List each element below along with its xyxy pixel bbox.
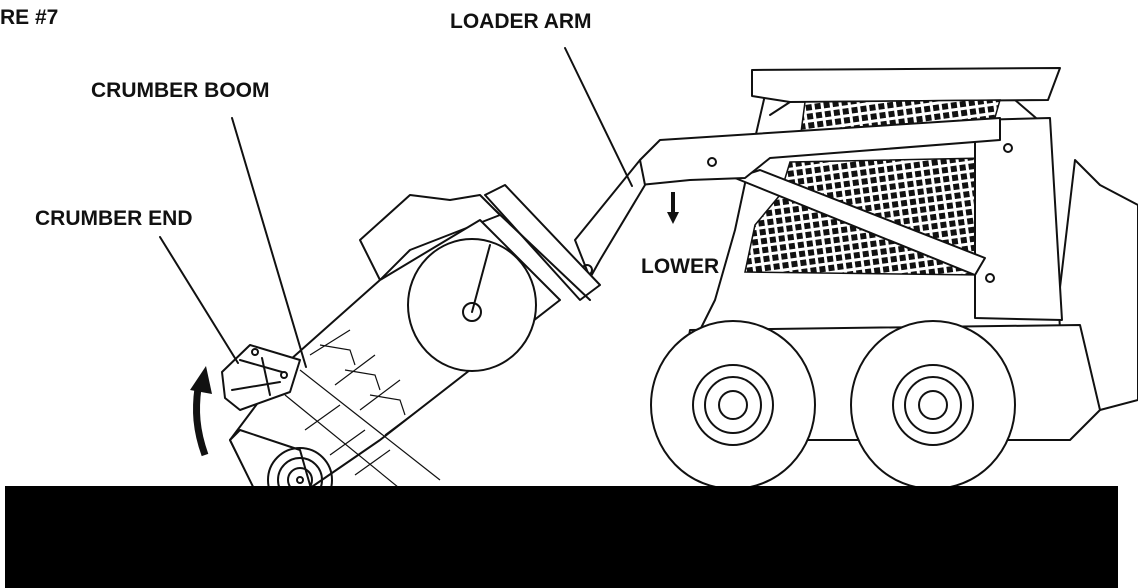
crumber-housing [359,194,501,281]
bolt-upper [1003,143,1013,153]
side-panel [974,117,1063,321]
ground-surface [5,486,1118,588]
loader-arm-beam [639,117,1001,186]
crumber-attachment [221,184,601,531]
arm-pivot [707,157,717,167]
rear-wheel [850,320,1016,490]
front-wheel [650,320,816,490]
skid-steer-loader [574,67,1138,490]
roof-canopy [751,67,1061,103]
crumber-boom-leader [231,117,307,368]
figure-heading: RE #7 [0,6,58,29]
loader-arm-label: LOADER ARM [450,10,592,33]
loader-arm-leader [564,47,633,187]
lower-arrow-icon [667,192,679,224]
crumber-end-label: CRUMBER END [35,207,193,230]
mount-plate [484,184,601,301]
bolt-lower [985,273,995,283]
crumber-end-leader [159,236,239,364]
crumber-boom-label: CRUMBER BOOM [91,79,270,102]
lower-label: LOWER [641,255,719,278]
rotation-arrow-icon [190,366,212,457]
crumber-end-bracket [221,344,301,411]
drum-wheel [407,238,537,372]
loader-arm-link [574,159,646,279]
